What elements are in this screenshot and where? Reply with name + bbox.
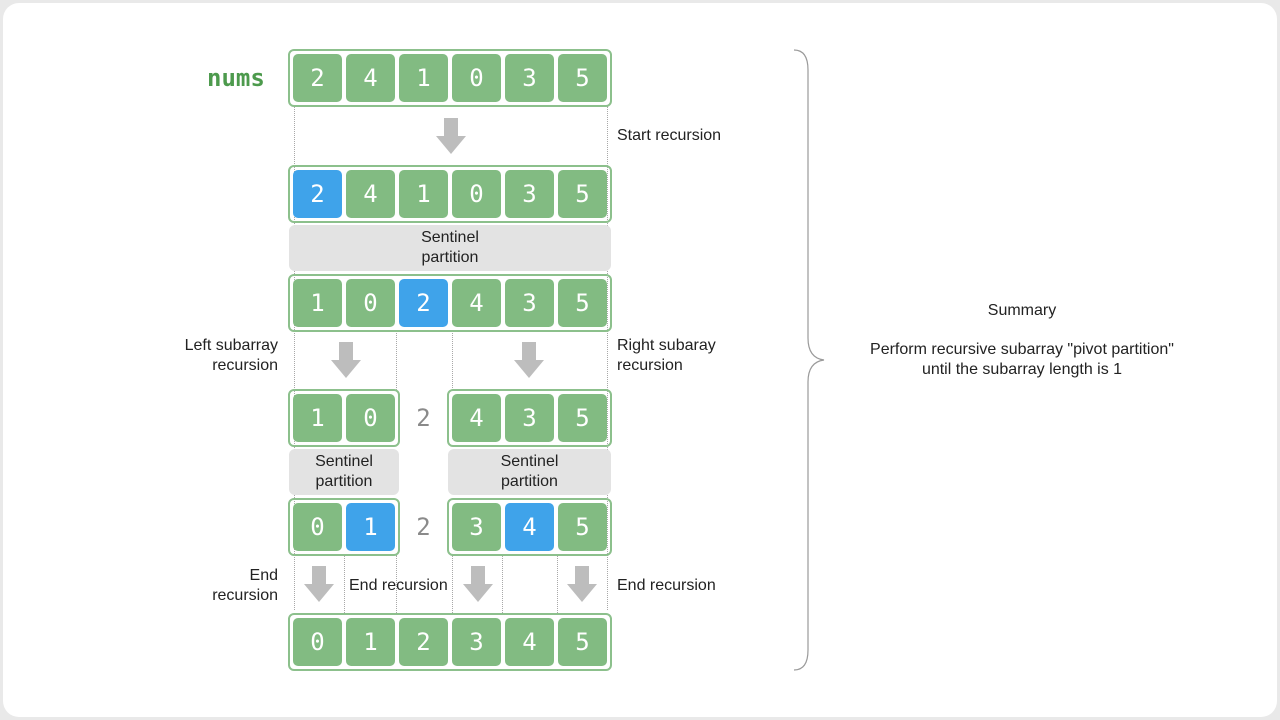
- pivot-cell: 2: [399, 279, 448, 327]
- guide-line: [452, 555, 453, 613]
- array-cell: 2: [399, 618, 448, 666]
- down-arrow-icon: [331, 342, 361, 378]
- summary-line1: Perform recursive subarray "pivot partit…: [870, 341, 1174, 358]
- array-container: [288, 49, 612, 107]
- array-cell: 3: [505, 279, 554, 327]
- array-cell: 3: [452, 503, 501, 551]
- guide-line: [557, 555, 558, 613]
- array-cell: 4: [346, 170, 395, 218]
- guide-line: [344, 555, 345, 613]
- pivot-value: 2: [416, 404, 431, 432]
- down-arrow-icon: [436, 118, 466, 154]
- start-recursion-label: Start recursion: [617, 127, 722, 144]
- summary-brace: [793, 49, 825, 671]
- sentinel-partition-step: Sentinel partition: [448, 449, 611, 495]
- array-cell: 3: [505, 54, 554, 102]
- right-recursion-line2: recursion: [617, 357, 683, 374]
- array-cell: 1: [293, 394, 342, 442]
- array-cell: 5: [558, 503, 607, 551]
- diagram-canvas: [3, 3, 1277, 717]
- down-arrow-icon: [567, 566, 597, 602]
- right-subarray-container: [447, 498, 612, 556]
- partition-label-line2: partition: [315, 473, 373, 490]
- left-subarray-container: [288, 389, 400, 447]
- summary-line2: until the subarray length is 1: [921, 361, 1123, 378]
- left-subarray-container: [288, 498, 400, 556]
- array-container: [288, 165, 612, 223]
- pivot-cell: 1: [346, 503, 395, 551]
- array-cell: 4: [452, 279, 501, 327]
- array-name-label: nums: [207, 64, 265, 92]
- partition-label-line2: partition: [421, 249, 479, 266]
- left-recursion-line1: Left subarray: [184, 337, 278, 354]
- pivot-cell: 2: [293, 170, 342, 218]
- array-cell: 0: [293, 503, 342, 551]
- array-cell: 0: [346, 279, 395, 327]
- sentinel-partition-step: Sentinel partition: [289, 225, 611, 271]
- summary-title: Summary: [987, 302, 1057, 319]
- array-cell: 1: [346, 618, 395, 666]
- left-recursion-line2: recursion: [212, 357, 278, 374]
- summary-text: Perform recursive subarray "pivot partit…: [842, 340, 1202, 380]
- array-container: [288, 274, 612, 332]
- array-cell: 1: [293, 279, 342, 327]
- end-recursion-label: End recursion: [617, 577, 716, 594]
- partition-label-line1: Sentinel: [500, 453, 559, 470]
- down-arrow-icon: [463, 566, 493, 602]
- array-cell: 4: [505, 618, 554, 666]
- right-recursion-label: Right subaray recursion: [617, 336, 716, 376]
- array-cell: 0: [346, 394, 395, 442]
- guide-line: [607, 106, 608, 610]
- array-cell: 4: [452, 394, 501, 442]
- partition-label-line2: partition: [501, 473, 558, 490]
- array-cell: 5: [558, 394, 607, 442]
- end-recursion-label: End recursion: [180, 566, 278, 606]
- array-cell: 1: [399, 170, 448, 218]
- array-cell: 0: [452, 54, 501, 102]
- array-cell: 3: [505, 170, 554, 218]
- array-cell: 5: [558, 54, 607, 102]
- array-cell: 3: [505, 394, 554, 442]
- array-container: [288, 613, 612, 671]
- pivot-value: 2: [416, 513, 431, 541]
- guide-line: [396, 555, 397, 613]
- guide-line: [396, 330, 397, 390]
- down-arrow-icon: [304, 566, 334, 602]
- array-cell: 0: [452, 170, 501, 218]
- end-line1: End: [249, 567, 278, 584]
- end-line2: recursion: [212, 587, 278, 604]
- pivot-cell: 4: [505, 503, 554, 551]
- array-cell: 5: [558, 618, 607, 666]
- array-cell: 4: [346, 54, 395, 102]
- right-subarray-container: [447, 389, 612, 447]
- partition-label-line1: Sentinel: [315, 453, 373, 470]
- end-recursion-label: End recursion: [349, 577, 448, 594]
- right-recursion-line1: Right subaray: [617, 337, 716, 354]
- sentinel-partition-step: Sentinel partition: [289, 449, 399, 495]
- guide-line: [294, 106, 295, 610]
- array-cell: 5: [558, 279, 607, 327]
- array-cell: 1: [399, 54, 448, 102]
- guide-line: [502, 555, 503, 613]
- array-cell: 0: [293, 618, 342, 666]
- partition-label-line1: Sentinel: [421, 229, 479, 246]
- array-cell: 3: [452, 618, 501, 666]
- down-arrow-icon: [514, 342, 544, 378]
- guide-line: [452, 330, 453, 390]
- left-recursion-label: Left subarray recursion: [160, 336, 278, 376]
- array-cell: 2: [293, 54, 342, 102]
- array-cell: 5: [558, 170, 607, 218]
